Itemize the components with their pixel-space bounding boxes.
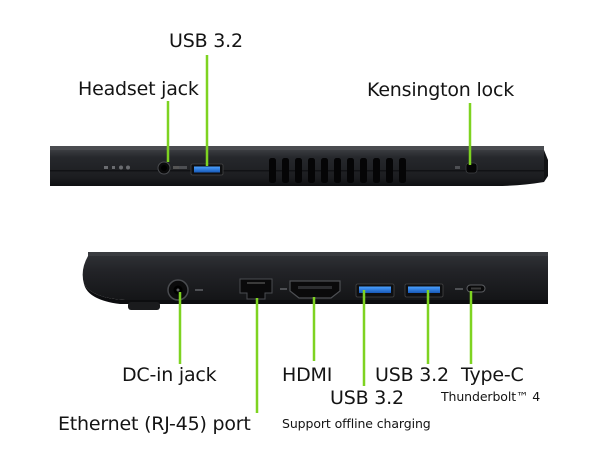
- usb-port-right: [404, 283, 444, 298]
- usb-right-label: USB 3.2: [375, 364, 449, 386]
- bottom-callout-lines: [178, 290, 473, 413]
- usb-offline-note: Support offline charging: [282, 416, 431, 431]
- ethernet-port: [239, 278, 273, 300]
- kensington-lock-slot: [455, 162, 478, 174]
- headset-jack-port: [157, 161, 180, 175]
- status-led-indicators: [104, 165, 130, 170]
- type-c-port: [455, 284, 486, 293]
- cooling-vent-left: [269, 158, 406, 183]
- thunderbolt-note: Thunderbolt™ 4: [441, 389, 541, 404]
- hdmi-label: HDMI: [282, 364, 333, 386]
- type-c-label: Type-C: [461, 364, 524, 386]
- top-callout-lines: [166, 55, 472, 166]
- kensington-lock-label: Kensington lock: [367, 79, 515, 101]
- dc-in-jack-label: DC-in jack: [122, 364, 217, 386]
- hdmi-port: [280, 280, 341, 299]
- usb-port-offline-charging: [355, 283, 395, 298]
- ethernet-port-label: Ethernet (RJ-45) port: [58, 413, 251, 435]
- usb-offline-label: USB 3.2: [330, 387, 404, 409]
- headset-jack-label: Headset jack: [78, 78, 199, 100]
- usb-label-top: USB 3.2: [169, 30, 243, 52]
